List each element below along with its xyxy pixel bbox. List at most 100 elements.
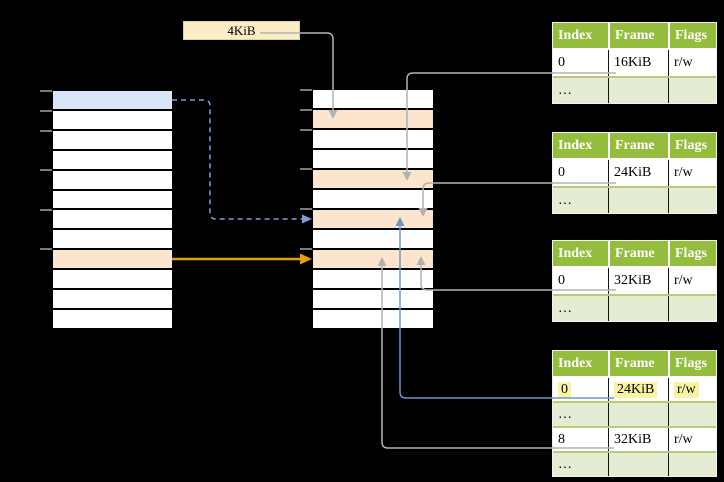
table-row [53, 270, 172, 289]
cell-value: … [558, 82, 572, 98]
table-cell [608, 403, 668, 426]
cell-value: 16KiB [614, 55, 652, 70]
highlighted-value: 24KiB [614, 381, 658, 398]
cell-value: r/w [674, 55, 693, 70]
column-header: Flags [668, 133, 716, 158]
table-row [53, 130, 172, 149]
cell-value: … [558, 192, 572, 208]
table-row [313, 210, 433, 228]
table-cell [668, 403, 716, 426]
column-header: Frame [608, 23, 668, 48]
table-row [53, 310, 172, 328]
cell-value: … [558, 456, 572, 472]
table-cell: … [553, 453, 608, 476]
cell-value: 32KiB [614, 273, 652, 288]
cell-value: 32KiB [614, 431, 652, 447]
table-cell [668, 453, 716, 476]
table-cell: 32KiB [608, 268, 668, 294]
table-cell: r/w [668, 428, 716, 451]
table-row [313, 310, 433, 328]
table-row [313, 170, 433, 188]
address-tick [300, 89, 312, 91]
table-cell: 0 [553, 160, 608, 186]
table-row [53, 91, 172, 109]
table-cell: r/w [668, 160, 716, 186]
table-cell [608, 296, 668, 321]
column-header: Frame [608, 351, 668, 376]
table-row [53, 250, 172, 269]
address-tick [300, 247, 312, 250]
column-header: Index [558, 137, 593, 153]
address-tick [300, 108, 312, 111]
address-tick [300, 128, 312, 131]
arrow-left-blue-to-middle [172, 99, 312, 224]
table-cell: 8 [553, 428, 608, 451]
table-cell: 0 [553, 50, 608, 76]
table-cell: … [553, 78, 608, 103]
table-cell [668, 188, 716, 213]
table-cell: 0 [553, 378, 608, 401]
column-header: Index [558, 27, 593, 43]
arrowhead-right-icon [300, 253, 312, 265]
table-row [313, 110, 433, 128]
table-cell: r/w [668, 268, 716, 294]
table-cell: 0 [553, 268, 608, 294]
table-row [313, 250, 433, 268]
column-header: Frame [608, 133, 668, 158]
highlighted-value: r/w [674, 381, 699, 398]
cell-value: 24KiB [614, 165, 652, 180]
address-tick [40, 109, 52, 112]
table-row [313, 270, 433, 288]
table-row [53, 170, 172, 189]
table-cell [668, 78, 716, 103]
table-cell: … [553, 403, 608, 426]
table-row [313, 130, 433, 148]
table-row [53, 210, 172, 229]
second-level-page-table [313, 90, 433, 328]
column-header: Flags [668, 241, 716, 266]
address-tick [300, 208, 312, 210]
table-row [53, 190, 172, 209]
table-row: … [553, 186, 716, 213]
table-cell: … [553, 188, 608, 213]
cell-value: 0 [558, 273, 565, 288]
cell-value: 8 [558, 431, 565, 447]
arrowhead-right-icon [302, 214, 312, 224]
cell-value: … [558, 300, 572, 316]
column-header: Index [558, 355, 593, 371]
table-row [53, 230, 172, 249]
address-tick [40, 90, 52, 92]
cell-value: 0 [558, 165, 565, 180]
table-row [53, 290, 172, 309]
cell-value: r/w [674, 431, 693, 447]
table-row: 0 16KiB r/w [553, 48, 716, 76]
page-size-label: 4KiB [227, 22, 256, 38]
cell-value: r/w [674, 273, 693, 288]
address-tick [40, 248, 52, 250]
table-row: … [553, 294, 716, 321]
table-row: … [553, 401, 716, 426]
table-cell: 24KiB [608, 378, 668, 401]
table-cell [608, 78, 668, 103]
table-cell: … [553, 296, 608, 321]
table-cell: 24KiB [608, 160, 668, 186]
arrow-left-orange-to-middle [172, 253, 312, 265]
table-cell [668, 296, 716, 321]
table-row: … [553, 76, 716, 103]
table-row [53, 150, 172, 169]
table-cell: 32KiB [608, 428, 668, 451]
address-tick [40, 208, 52, 211]
table-row: 8 32KiB r/w [553, 426, 716, 451]
address-tick [40, 169, 52, 171]
table-row: 0 32KiB r/w [553, 266, 716, 294]
table-row [313, 290, 433, 308]
